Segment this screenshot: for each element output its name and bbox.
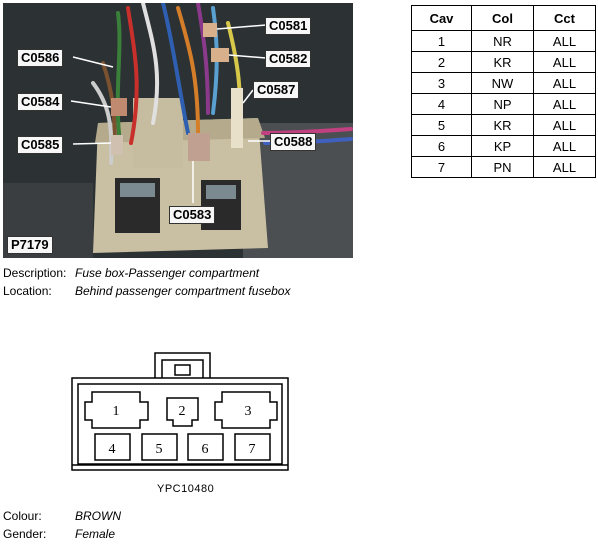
colour-value: BROWN xyxy=(75,509,121,523)
pin-3-label: 3 xyxy=(245,404,252,419)
colour-line: Colour: BROWN xyxy=(3,509,121,523)
callout-c0586: C0586 xyxy=(17,49,64,67)
location-label: Location: xyxy=(3,284,52,298)
cell-cav: 2 xyxy=(411,51,472,73)
cell-col: NW xyxy=(471,72,534,94)
fusebox-photo: C0581 C0582 C0586 C0587 C0584 C0585 C058… xyxy=(3,3,353,258)
cell-cav: 5 xyxy=(411,114,472,136)
colour-label: Colour: xyxy=(3,509,42,523)
fusebox-photo-graphic xyxy=(3,3,353,258)
cell-col: PN xyxy=(471,156,534,178)
connector-face-graphic: 1 2 3 4 5 6 7 xyxy=(71,352,289,471)
table-header-row: Cav Col Cct xyxy=(411,5,596,31)
gender-line: Gender: Female xyxy=(3,527,115,541)
cell-cav: 6 xyxy=(411,135,472,157)
cell-cct: ALL xyxy=(533,30,596,52)
gender-label: Gender: xyxy=(3,527,47,541)
cell-col: KR xyxy=(471,51,534,73)
callout-c0583: C0583 xyxy=(169,206,216,224)
callout-c0581: C0581 xyxy=(265,17,312,35)
cell-cav: 4 xyxy=(411,93,472,115)
header-cav: Cav xyxy=(411,5,472,31)
pin-1-label: 1 xyxy=(113,404,120,419)
cell-col: KR xyxy=(471,114,534,136)
callout-c0582: C0582 xyxy=(265,50,312,68)
callout-c0585: C0585 xyxy=(17,136,64,154)
location-value: Behind passenger compartment fusebox xyxy=(75,284,291,298)
description-value: Fuse box-Passenger compartment xyxy=(75,266,260,280)
cell-cct: ALL xyxy=(533,51,596,73)
cell-cct: ALL xyxy=(533,72,596,94)
pin-2-label: 2 xyxy=(179,404,186,419)
cell-cct: ALL xyxy=(533,135,596,157)
cell-cct: ALL xyxy=(533,93,596,115)
pin-5-label: 5 xyxy=(156,442,163,457)
cell-cav: 3 xyxy=(411,72,472,94)
callout-c0587: C0587 xyxy=(253,81,300,99)
cell-col: KP xyxy=(471,135,534,157)
description-line: Description: Fuse box-Passenger compartme… xyxy=(3,266,259,280)
cell-cct: ALL xyxy=(533,156,596,178)
cell-cav: 7 xyxy=(411,156,472,178)
callout-c0588: C0588 xyxy=(270,133,317,151)
description-label: Description: xyxy=(3,266,67,280)
connector-reference: YPC10480 xyxy=(157,483,215,495)
cell-cav: 1 xyxy=(411,30,472,52)
cell-col: NR xyxy=(471,30,534,52)
header-col: Col xyxy=(471,5,534,31)
gender-value: Female xyxy=(75,527,116,541)
photo-id-label: P7179 xyxy=(7,236,53,254)
cell-cct: ALL xyxy=(533,114,596,136)
location-line: Location: Behind passenger compartment fu… xyxy=(3,284,290,298)
pin-6-label: 6 xyxy=(202,442,209,457)
callout-c0584: C0584 xyxy=(17,93,64,111)
header-cct: Cct xyxy=(533,5,596,31)
connector-diagram: 1 2 3 4 5 6 7 xyxy=(70,350,290,485)
pin-4-label: 4 xyxy=(109,442,116,457)
pin-7-label: 7 xyxy=(249,442,256,457)
cell-col: NP xyxy=(471,93,534,115)
